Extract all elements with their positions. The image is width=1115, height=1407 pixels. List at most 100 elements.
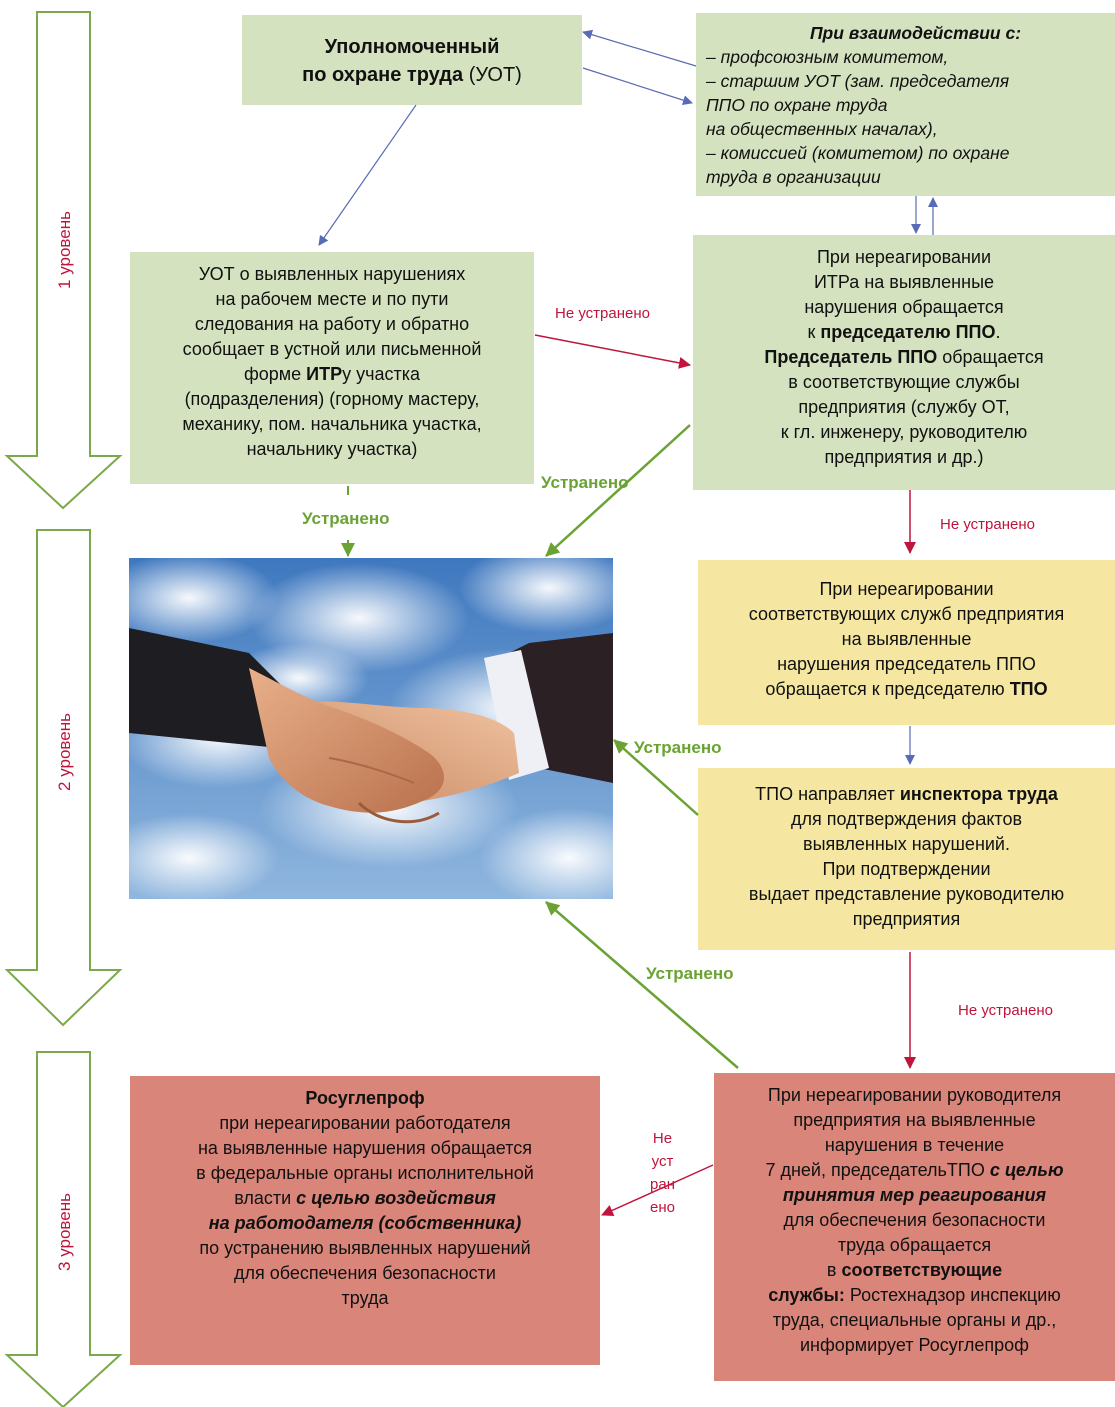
tpo-abbr: ТПО — [1009, 679, 1048, 699]
inspector-bold: инспектора труда — [899, 784, 1058, 804]
tpo-line: нарушения председатель ППО — [777, 654, 1036, 674]
rosugleprof-line: по устранению выявленных нарушений — [199, 1238, 531, 1258]
split-part: Не — [652, 1130, 673, 1147]
ppo-line: в соответствующие службы — [788, 372, 1020, 392]
handshake-image — [129, 558, 613, 899]
head-line: информирует Росуглепроф — [799, 1335, 1029, 1355]
ppo-line: ИТРа на выявленные — [813, 272, 995, 292]
ppo-line: нарушения обращается — [804, 297, 1004, 317]
arrow-inspector-to-photo — [613, 739, 699, 816]
inspector-line: выявленных нарушений. — [803, 834, 1010, 854]
rosugleprof-title: Росуглепроф — [305, 1088, 425, 1108]
head-ignore-box: При нереагировании руководителя предприя… — [714, 1073, 1115, 1381]
rosugleprof-line: для обеспечения безопасности — [234, 1263, 496, 1283]
arrow-uot-to-interaction — [582, 67, 693, 106]
uot-box: Уполномоченный по охране труда (УОТ) — [242, 15, 582, 105]
arrow-ppo-to-photo — [545, 424, 691, 557]
interaction-line: труда в организации — [706, 167, 881, 187]
interaction-line: ППО по охране труда — [706, 95, 888, 115]
head-goal-2: принятия мер реагирования — [782, 1185, 1047, 1205]
label-not-fixed-2: Не устранено — [940, 516, 1035, 533]
ppo-line: к — [807, 322, 821, 342]
arrow-interaction-to-uot — [582, 29, 697, 67]
inspector-line: При подтверждении — [822, 859, 991, 879]
inspector-line: выдает представление руководителю — [748, 884, 1065, 904]
tpo-request-box: При нереагировании соответствующих служб… — [698, 560, 1115, 725]
arrow-head-to-rosugleprof — [601, 1164, 714, 1216]
head-line: для обеспечения безопасности — [783, 1210, 1046, 1230]
tpo-line: соответствующих служб предприятия — [748, 604, 1065, 624]
label-fixed-2: Устранено — [541, 473, 629, 492]
inspector-box: ТПО направляет инспектора труда для подт… — [698, 768, 1115, 950]
level-2-arrow — [4, 529, 123, 1027]
interaction-line: – комиссией (комитетом) по охране — [706, 143, 1010, 163]
report-line: на рабочем месте и по пути — [215, 289, 449, 309]
rosugleprof-line: при нереагировании работодателя — [219, 1113, 511, 1133]
rosugleprof-line: власти — [234, 1188, 297, 1208]
head-line: нарушения в течение — [824, 1135, 1005, 1155]
level-1-arrow — [4, 11, 123, 510]
interaction-line: на общественных началах), — [706, 119, 938, 139]
report-line: механику, пом. начальника участка, — [182, 414, 482, 434]
head-services-2: службы: — [768, 1285, 845, 1305]
uot-subtitle: по охране труда — [302, 64, 464, 86]
rosugleprof-line: в федеральные органы исполнительной — [196, 1163, 534, 1183]
split-part: ено — [650, 1199, 675, 1216]
ppo-chair-2: Председатель ППО — [764, 347, 938, 367]
rosugleprof-goal-2: на работодателя (собственника) — [208, 1213, 522, 1233]
label-not-fixed-split: Не уст ран ено — [640, 1127, 685, 1219]
label-fixed-3: Устранено — [634, 738, 722, 757]
ppo-chair: председателю ППО — [820, 322, 996, 342]
report-line: (подразделения) (горному мастеру, — [184, 389, 480, 409]
arrow-uot-to-report — [318, 104, 417, 246]
tpo-line: обращается к председателю — [765, 679, 1010, 699]
tpo-line: на выявленные — [841, 629, 972, 649]
inspector-line: для подтверждения фактов — [790, 809, 1023, 829]
head-line: труда обращается — [837, 1235, 992, 1255]
ppo-line: При нереагировании — [816, 247, 992, 267]
rosugleprof-goal: с целью воздействия — [296, 1188, 496, 1208]
label-fixed-1: Устранено — [302, 509, 390, 528]
ppo-line: к гл. инженеру, руководителю — [780, 422, 1028, 442]
rosugleprof-line: труда — [341, 1288, 389, 1308]
report-line: форме — [243, 364, 307, 384]
ppo-line: предприятия и др.) — [824, 447, 984, 467]
report-line: начальнику участка) — [246, 439, 418, 459]
interaction-line: – профсоюзным комитетом, — [706, 47, 949, 67]
report-line: УОТ о выявленных нарушениях — [198, 264, 466, 284]
interaction-box: При взаимодействии с: – профсоюзным коми… — [696, 13, 1115, 196]
tpo-line: При нереагировании — [819, 579, 994, 599]
ppo-line: обращается — [937, 347, 1044, 367]
head-goal: с целью — [989, 1160, 1064, 1180]
head-line: 7 дней, председательТПО — [765, 1160, 990, 1180]
rosugleprof-box: Росуглепроф при нереагировании работодат… — [130, 1076, 600, 1365]
head-services: соответствующие — [841, 1260, 1003, 1280]
head-line: труда, специальные органы и др., — [772, 1310, 1057, 1330]
uot-report-box: УОТ о выявленных нарушениях на рабочем м… — [130, 252, 534, 484]
arrow-head-to-photo — [545, 901, 739, 1069]
report-line: у участка — [342, 364, 421, 384]
report-line: сообщает в устной или письменной — [182, 339, 482, 359]
label-fixed-4: Устранено — [646, 964, 734, 983]
label-not-fixed-1: Не устранено — [555, 305, 650, 322]
inspector-line: предприятия — [852, 909, 961, 929]
split-part: ран — [650, 1176, 675, 1193]
uot-abbr: (УОТ) — [463, 64, 522, 86]
arrow-report-to-ppo — [534, 334, 691, 369]
ppo-box: При нереагировании ИТРа на выявленные на… — [693, 235, 1115, 490]
interaction-title: При взаимодействии с: — [809, 23, 1022, 43]
interaction-line: – старшим УОТ (зам. председателя — [706, 71, 1010, 91]
head-line: Ростехнадзор инспекцию — [844, 1285, 1061, 1305]
inspector-line: ТПО направляет — [755, 784, 900, 804]
level-3-arrow — [4, 1051, 123, 1407]
head-line: предприятия на выявленные — [793, 1110, 1036, 1130]
label-not-fixed-3: Не устранено — [958, 1002, 1053, 1019]
ppo-line: . — [995, 322, 1001, 342]
uot-title: Уполномоченный — [324, 36, 500, 58]
head-line: При нереагировании руководителя — [767, 1085, 1062, 1105]
rosugleprof-line: на выявленные нарушения обращается — [197, 1138, 532, 1158]
head-line: в — [826, 1260, 842, 1280]
ppo-line: предприятия (службу ОТ, — [798, 397, 1010, 417]
